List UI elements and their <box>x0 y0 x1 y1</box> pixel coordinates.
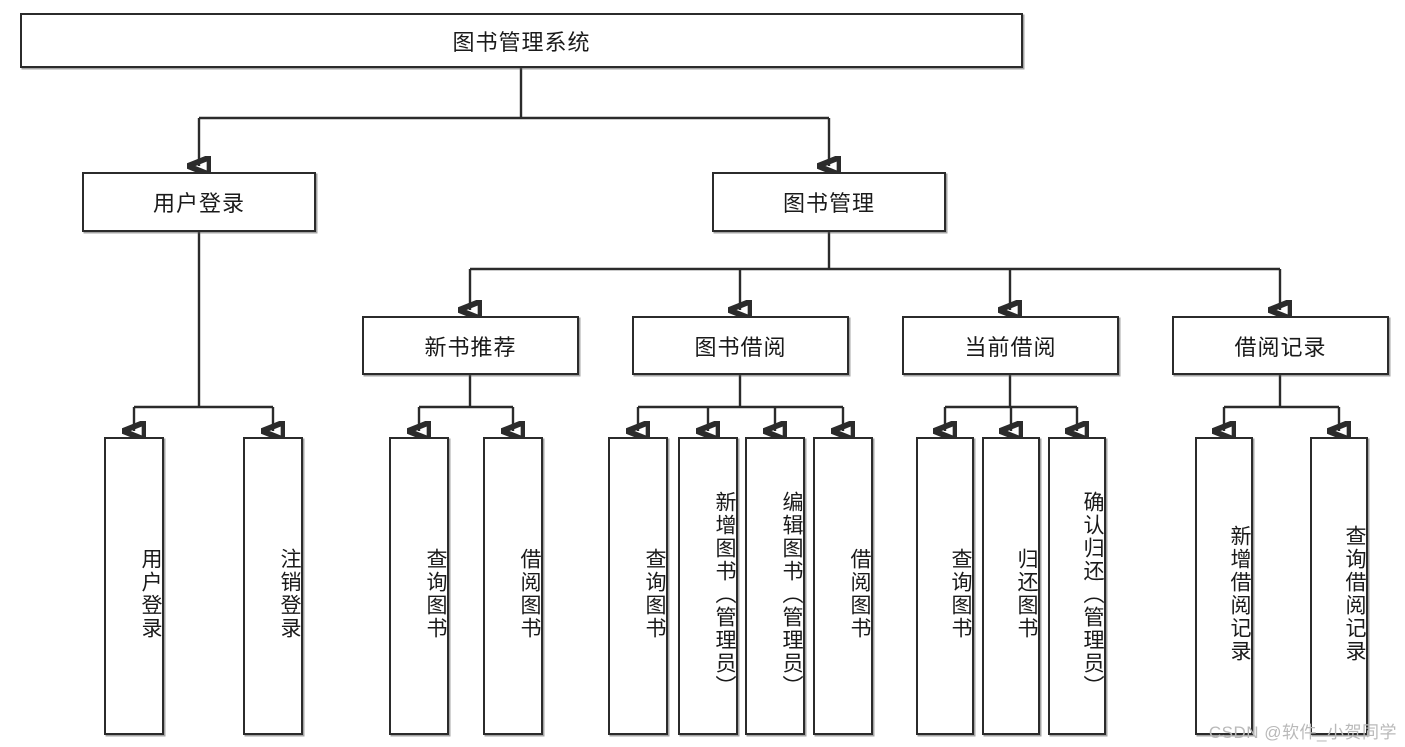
node-new-book-rec[interactable]: 新书推荐 <box>362 316 579 375</box>
node-book-manage[interactable]: 图书管理 <box>712 172 946 232</box>
node-leaf-bb-edit-book[interactable]: 编辑图书（管理员） <box>745 437 805 735</box>
node-leaf-cb-query-book[interactable]: 查询图书 <box>916 437 974 735</box>
node-leaf-cb-confirm-return[interactable]: 确认归还（管理员） <box>1048 437 1106 735</box>
node-leaf-br-add-record[interactable]: 新增借阅记录 <box>1195 437 1253 735</box>
link-root-to-level2 <box>199 68 829 166</box>
node-root[interactable]: 图书管理系统 <box>20 13 1023 68</box>
node-leaf-cb-return-book[interactable]: 归还图书 <box>982 437 1040 735</box>
node-borrow-record[interactable]: 借阅记录 <box>1172 316 1389 375</box>
node-leaf-user-login[interactable]: 用户登录 <box>104 437 164 735</box>
link-bookborrow-to-leaves <box>638 375 843 431</box>
node-leaf-bb-add-book[interactable]: 新增图书（管理员） <box>678 437 738 735</box>
link-userlogin-to-leaves <box>134 232 273 431</box>
node-leaf-bb-borrow-book[interactable]: 借阅图书 <box>813 437 873 735</box>
link-newbookrec-to-leaves <box>419 375 513 431</box>
node-leaf-user-logout[interactable]: 注销登录 <box>243 437 303 735</box>
node-current-borrow[interactable]: 当前借阅 <box>902 316 1119 375</box>
node-user-login[interactable]: 用户登录 <box>82 172 316 232</box>
node-leaf-rec-query-book[interactable]: 查询图书 <box>389 437 449 735</box>
node-leaf-bb-query-book[interactable]: 查询图书 <box>608 437 668 735</box>
node-leaf-rec-borrow-book[interactable]: 借阅图书 <box>483 437 543 735</box>
link-borrowrecord-to-leaves <box>1224 375 1339 431</box>
link-bookmanage-to-level3 <box>470 232 1280 310</box>
link-currentborrow-to-leaves <box>945 375 1077 431</box>
node-book-borrow[interactable]: 图书借阅 <box>632 316 849 375</box>
node-leaf-br-query-record[interactable]: 查询借阅记录 <box>1310 437 1368 735</box>
